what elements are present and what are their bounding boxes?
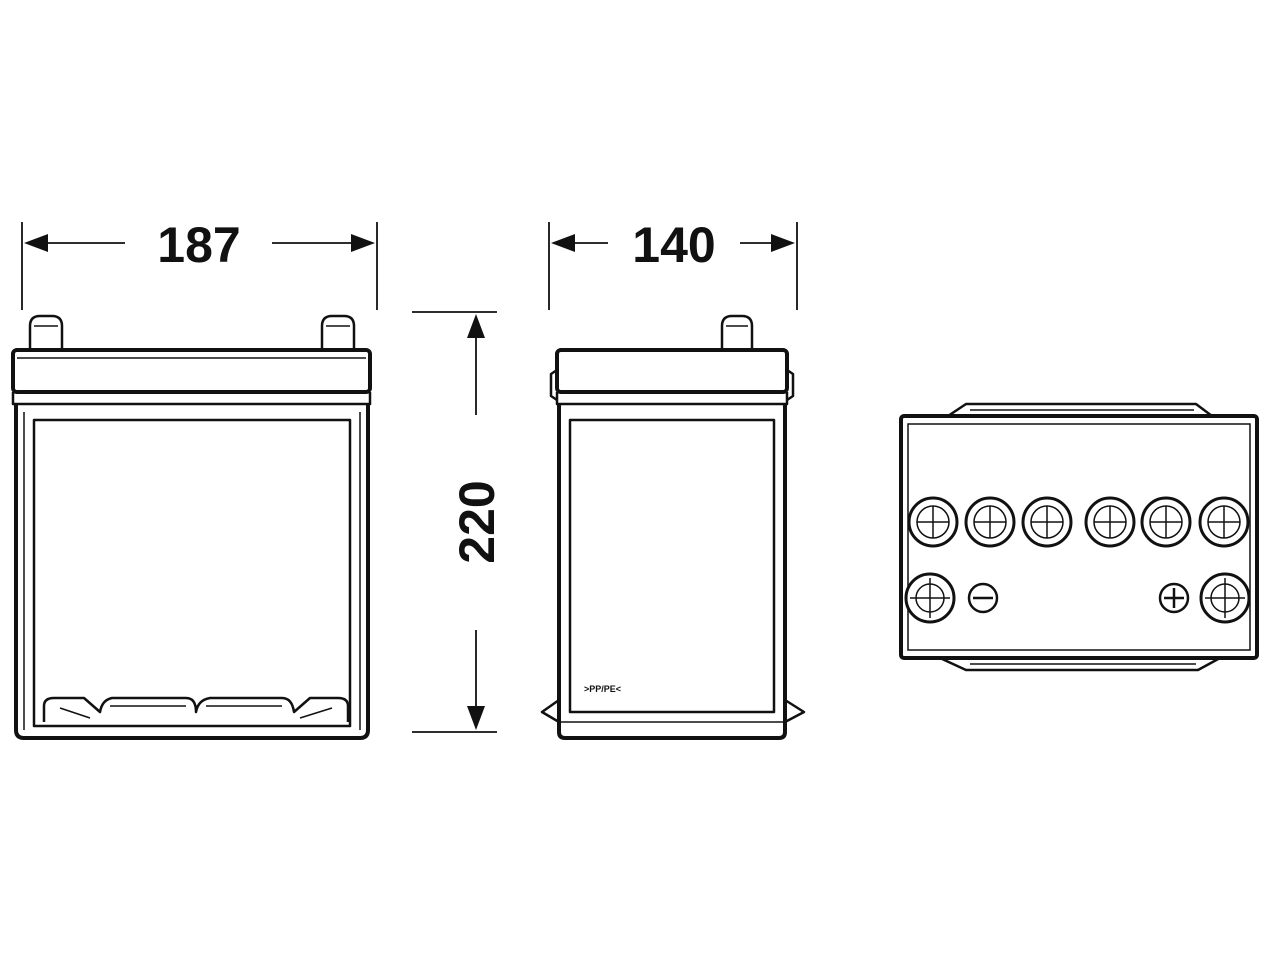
terminal-post-left — [28, 314, 64, 350]
arrowhead-left — [551, 234, 575, 252]
top-view — [899, 402, 1259, 672]
terminal-left — [904, 572, 956, 624]
height-dimension: 220 — [412, 311, 505, 733]
arrowhead-up — [467, 314, 485, 338]
vent-cap — [1021, 496, 1073, 548]
terminal-right — [1199, 572, 1251, 624]
vent-cap — [907, 496, 959, 548]
terminal-post — [720, 314, 754, 350]
vent-cap — [1084, 496, 1136, 548]
arrowhead-left — [24, 234, 48, 252]
length-value: 187 — [157, 217, 240, 273]
terminal-post-right — [320, 314, 356, 350]
vent-cap — [1198, 496, 1250, 548]
base-ledge — [42, 696, 350, 722]
height-value: 220 — [449, 480, 505, 563]
width-value: 140 — [632, 217, 715, 273]
arrowhead-right — [771, 234, 795, 252]
arrowhead-right — [351, 234, 375, 252]
vent-cap — [964, 496, 1016, 548]
lid — [11, 348, 372, 394]
top-outline — [899, 414, 1259, 660]
case — [557, 404, 787, 740]
case — [14, 404, 370, 740]
vent-cap — [1140, 496, 1192, 548]
plus-icon — [1158, 582, 1190, 614]
front-view — [11, 314, 372, 740]
width-dimension: 140 — [548, 217, 798, 310]
side-view: >PP/PE< — [540, 314, 806, 740]
length-dimension: 187 — [21, 217, 378, 310]
material-mark: >PP/PE< — [584, 684, 621, 694]
minus-icon — [967, 582, 999, 614]
lid — [555, 348, 789, 394]
arrowhead-down — [467, 706, 485, 730]
